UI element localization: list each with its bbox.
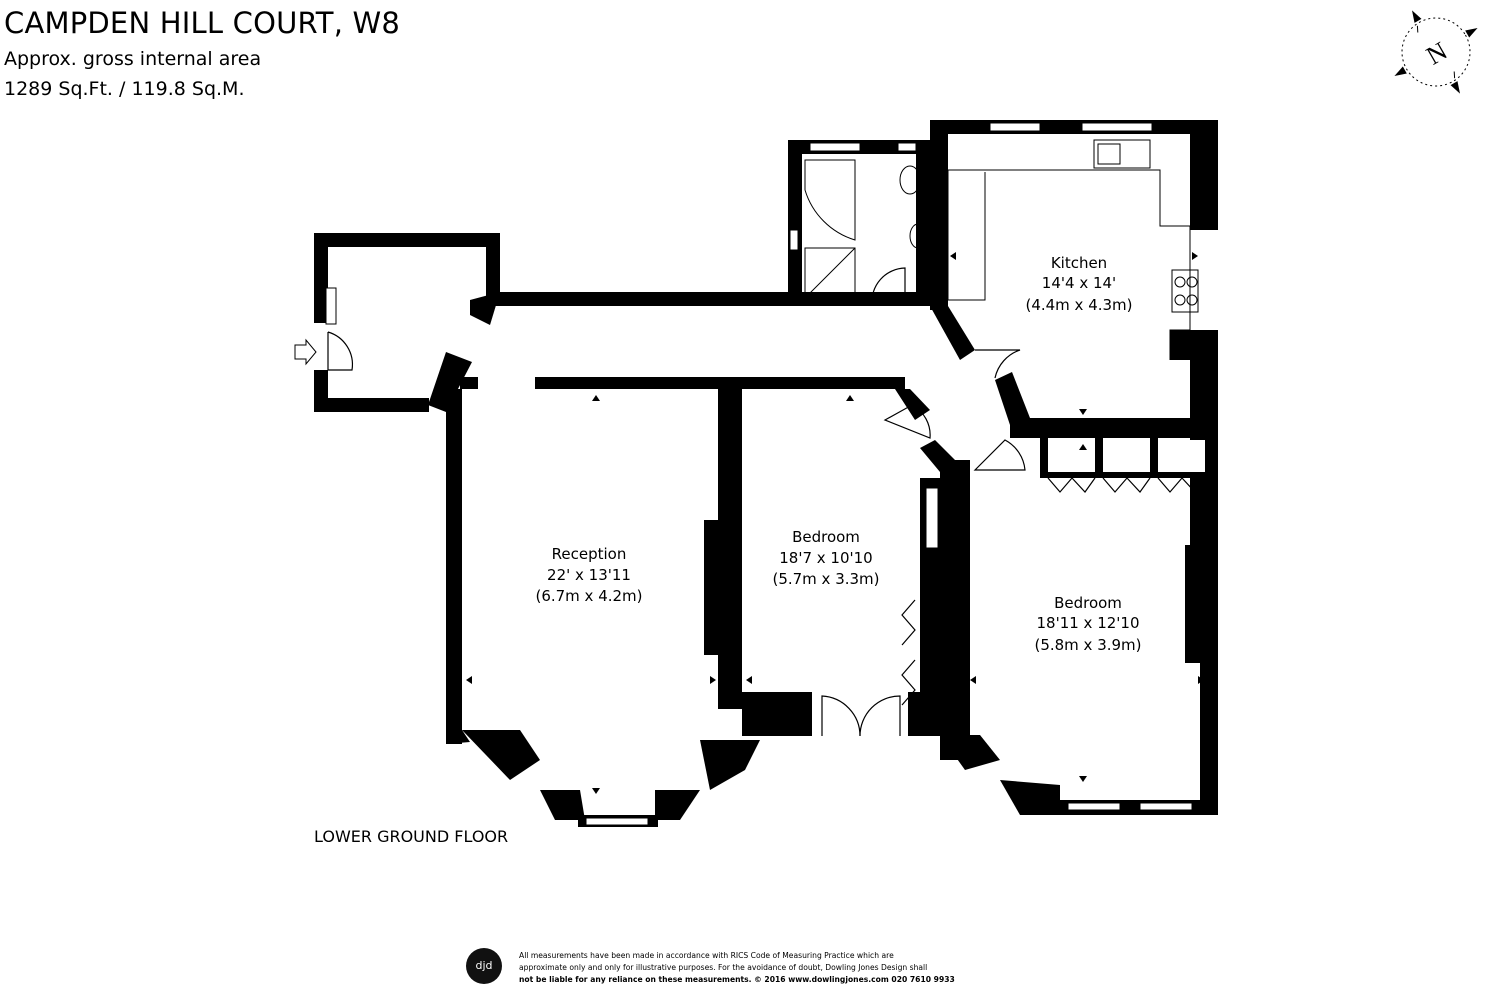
dimension-markers: [466, 252, 1204, 794]
reception-name: Reception: [552, 545, 627, 563]
fixtures: [294, 139, 1199, 366]
area-value: 1289 Sq.Ft. / 119.8 Sq.M.: [4, 78, 245, 100]
disclaimer: All measurements have been made in accor…: [519, 950, 1004, 986]
bedroom2-name: Bedroom: [1054, 594, 1122, 612]
kitchen-dims-metric: (4.4m x 4.3m): [1025, 296, 1132, 314]
walls: [314, 120, 1218, 827]
reception-dims-metric: (6.7m x 4.2m): [535, 587, 642, 605]
reception-dims-imperial: 22' x 13'11: [547, 566, 631, 584]
bedroom2-dims-imperial: 18'11 x 12'10: [1036, 614, 1139, 632]
bedroom1-dims-metric: (5.7m x 3.3m): [772, 570, 879, 588]
compass-icon: N: [1394, 10, 1478, 94]
disclaimer-line-3: not be liable for any reliance on these …: [519, 974, 1004, 986]
disclaimer-line-2: approximate only and only for illustrati…: [519, 963, 928, 972]
area-label: Approx. gross internal area: [4, 48, 262, 70]
bedroom2-dims-metric: (5.8m x 3.9m): [1034, 636, 1141, 654]
bedroom1-dims-imperial: 18'7 x 10'10: [779, 549, 872, 567]
kitchen-name: Kitchen: [1051, 254, 1107, 272]
plan-title: CAMPDEN HILL COURT, W8: [4, 6, 401, 40]
disclaimer-line-3-text: not be liable for any reliance on these …: [519, 975, 955, 984]
disclaimer-line-1: All measurements have been made in accor…: [519, 951, 894, 960]
floor-label: LOWER GROUND FLOOR: [314, 827, 509, 846]
bedroom1-name: Bedroom: [792, 528, 860, 546]
doors: [327, 267, 1206, 737]
room-labels: Kitchen 14'4 x 14' (4.4m x 4.3m) Recepti…: [535, 254, 1141, 654]
kitchen-dims-imperial: 14'4 x 14': [1042, 274, 1116, 292]
company-logo: djd: [466, 948, 502, 984]
windows: [325, 122, 1193, 826]
